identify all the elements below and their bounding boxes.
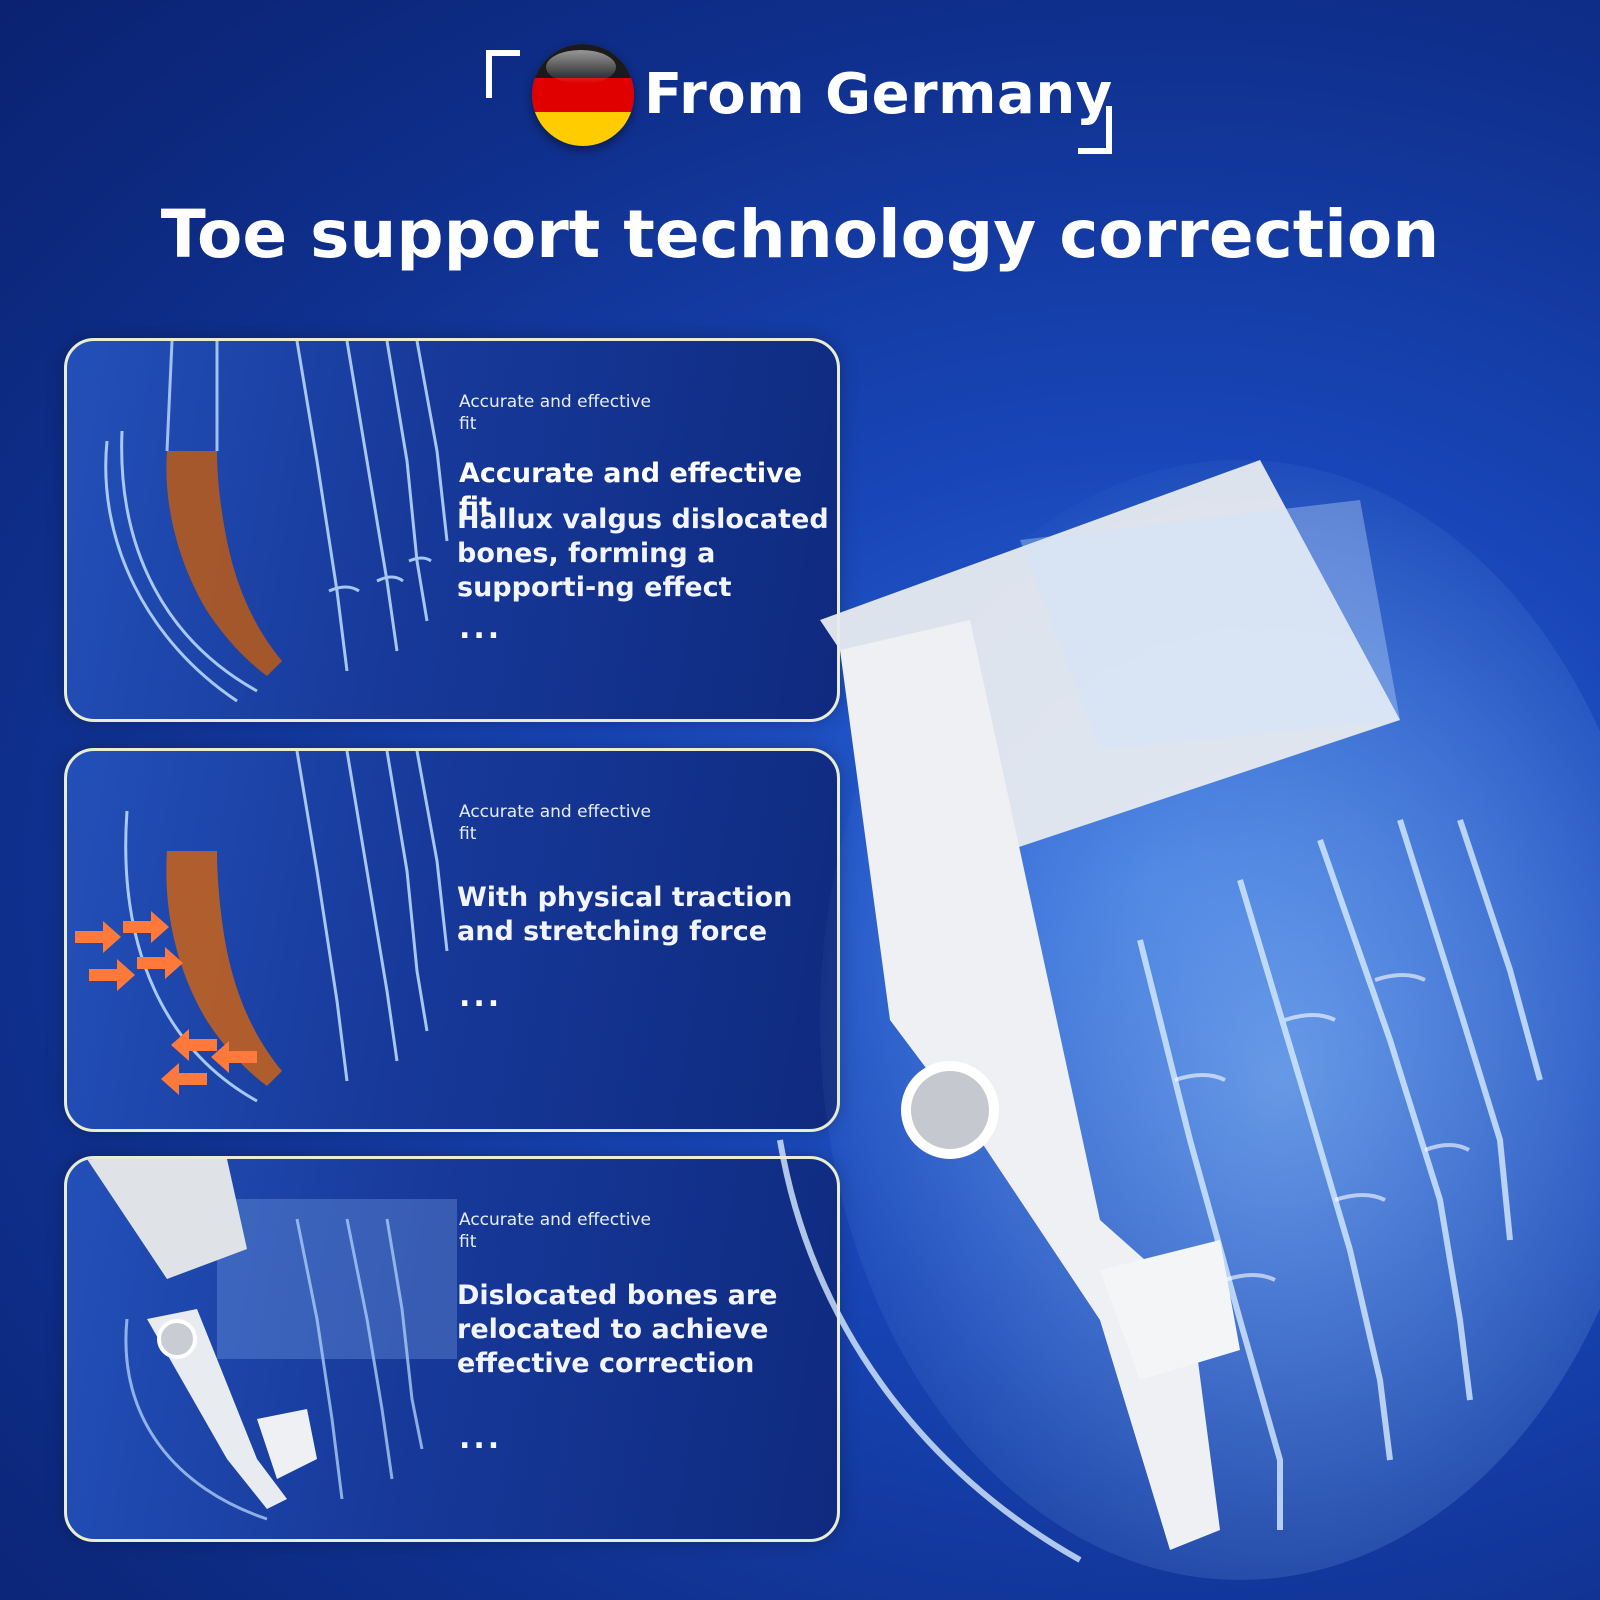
headline: Toe support technology correction bbox=[160, 196, 1440, 273]
brace-hinge bbox=[147, 1309, 287, 1509]
bracket-close-icon bbox=[1078, 106, 1112, 154]
panel-small-caption: Accurate and effective fit bbox=[459, 802, 652, 844]
brace-strap bbox=[87, 1159, 247, 1279]
more-dots: ... bbox=[459, 1421, 503, 1456]
feature-panel-correction: Accurate and effective fit Dislocated bo… bbox=[64, 1156, 840, 1542]
panel-small-caption: Accurate and effective fit bbox=[459, 392, 652, 434]
panel-body: Dislocated bones are relocated to achiev… bbox=[457, 1280, 778, 1379]
more-dots: ... bbox=[459, 611, 503, 646]
hallux-bone-highlight bbox=[166, 851, 282, 1086]
panel-title: Accurate and effective fit bbox=[459, 458, 803, 523]
feature-panel-traction: Accurate and effective fit With physical… bbox=[64, 748, 840, 1132]
toe-cap bbox=[1100, 1240, 1240, 1380]
feature-panel-fit: Accurate and effective fit Accurate and … bbox=[64, 338, 840, 722]
foot-traction-illustration bbox=[75, 751, 449, 1103]
foot-brace-illustration bbox=[87, 1159, 457, 1521]
foot-bones-illustration bbox=[104, 341, 449, 703]
brace-hinge-knob bbox=[901, 1061, 999, 1159]
germany-flag-icon bbox=[532, 44, 634, 146]
panel-body: With physical traction and stretching fo… bbox=[457, 882, 793, 947]
panel-small-caption: Accurate and effective fit bbox=[459, 1210, 652, 1252]
bunion-corrector-foot-illustration bbox=[777, 460, 1600, 1580]
force-arrows-icon bbox=[75, 911, 257, 1095]
hallux-bone-highlight bbox=[166, 451, 282, 676]
panel-body: Hallux valgus dislocated bones, forming … bbox=[457, 504, 829, 603]
origin-label: From Germany bbox=[644, 62, 1113, 127]
more-dots: ... bbox=[459, 979, 503, 1014]
bracket-open-icon bbox=[486, 50, 520, 98]
